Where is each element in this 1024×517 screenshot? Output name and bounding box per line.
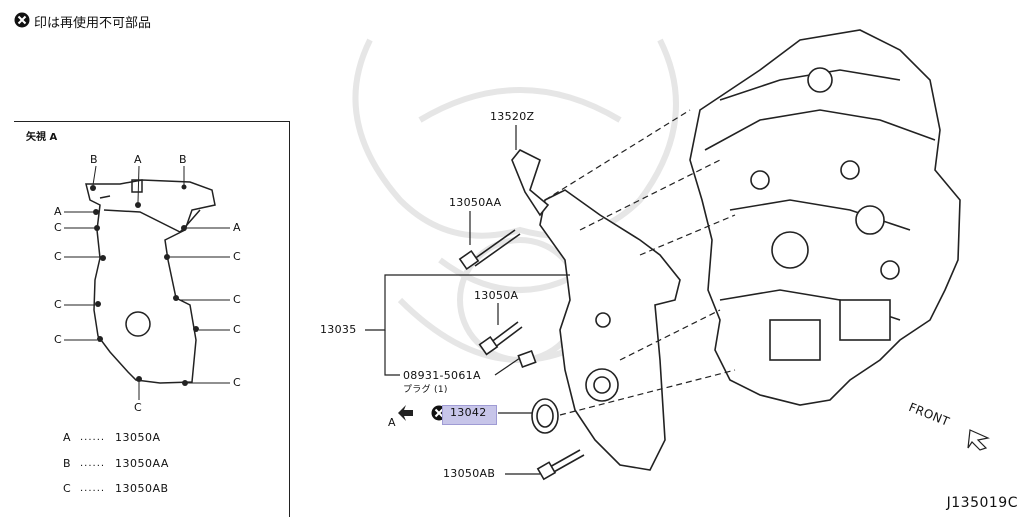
view-arrow-a-label: A (388, 416, 396, 429)
inset-label-left-1: A (54, 205, 62, 218)
inset-label-bottom: C (134, 401, 142, 414)
timing-cover-illustration (511, 148, 681, 471)
part-label-13050ab[interactable]: 13050AB (443, 467, 496, 480)
front-arrow (967, 429, 990, 451)
bolts (458, 229, 585, 481)
view-arrow-a (398, 405, 413, 421)
callout-leaders (365, 125, 570, 475)
part-13042-highlight (442, 405, 497, 425)
diagram-code: J135019C (946, 495, 1018, 511)
legend-key-b: B (63, 457, 71, 470)
legend-value-c: 13050AB (115, 482, 169, 495)
dashed-alignment-lines (544, 109, 736, 416)
inset-label-right-4: C (233, 323, 241, 336)
part-label-13035[interactable]: 13035 (320, 323, 357, 336)
part-label-08931-5061a[interactable]: 08931-5061A (403, 369, 481, 382)
inset-label-top-1: B (90, 153, 98, 166)
part-label-13050aa[interactable]: 13050AA (449, 196, 502, 209)
inset-gasket-outline (85, 179, 216, 384)
legend-dots-c: ...... (80, 483, 106, 494)
part-label-13042[interactable]: 13042 (450, 406, 487, 419)
legend-value-b: 13050AA (115, 457, 169, 470)
inset-label-right-1: A (233, 221, 241, 234)
inset-title: 矢視 A (26, 132, 58, 143)
inset-label-top-3: B (179, 153, 187, 166)
inset-bolt-dots (90, 184, 199, 386)
part-label-13050a[interactable]: 13050A (474, 289, 519, 302)
part-label-13520z[interactable]: 13520Z (490, 110, 535, 123)
legend-dots-a: ...... (80, 432, 106, 443)
part-label-plug: プラグ (1) (403, 385, 448, 395)
legend-key-a: A (63, 431, 71, 444)
non-reusable-x-icon (14, 12, 30, 28)
inset-label-top-2: A (134, 153, 142, 166)
inset-label-left-3: C (54, 250, 62, 263)
inset-label-left-4: C (54, 298, 62, 311)
legend-dots-b: ...... (80, 458, 106, 469)
inset-label-right-5: C (233, 376, 241, 389)
inset-leader-lines (64, 165, 230, 400)
inset-label-left-5: C (54, 333, 62, 346)
inset-label-right-3: C (233, 293, 241, 306)
legend-key-c: C (63, 482, 71, 495)
legend-value-a: 13050A (115, 431, 161, 444)
inset-label-right-2: C (233, 250, 241, 263)
non-reusable-note: 印は再使用不可部品 (34, 16, 152, 31)
view-a-inset-panel (14, 121, 290, 517)
inset-label-left-2: C (54, 221, 62, 234)
engine-block-illustration (689, 29, 961, 406)
